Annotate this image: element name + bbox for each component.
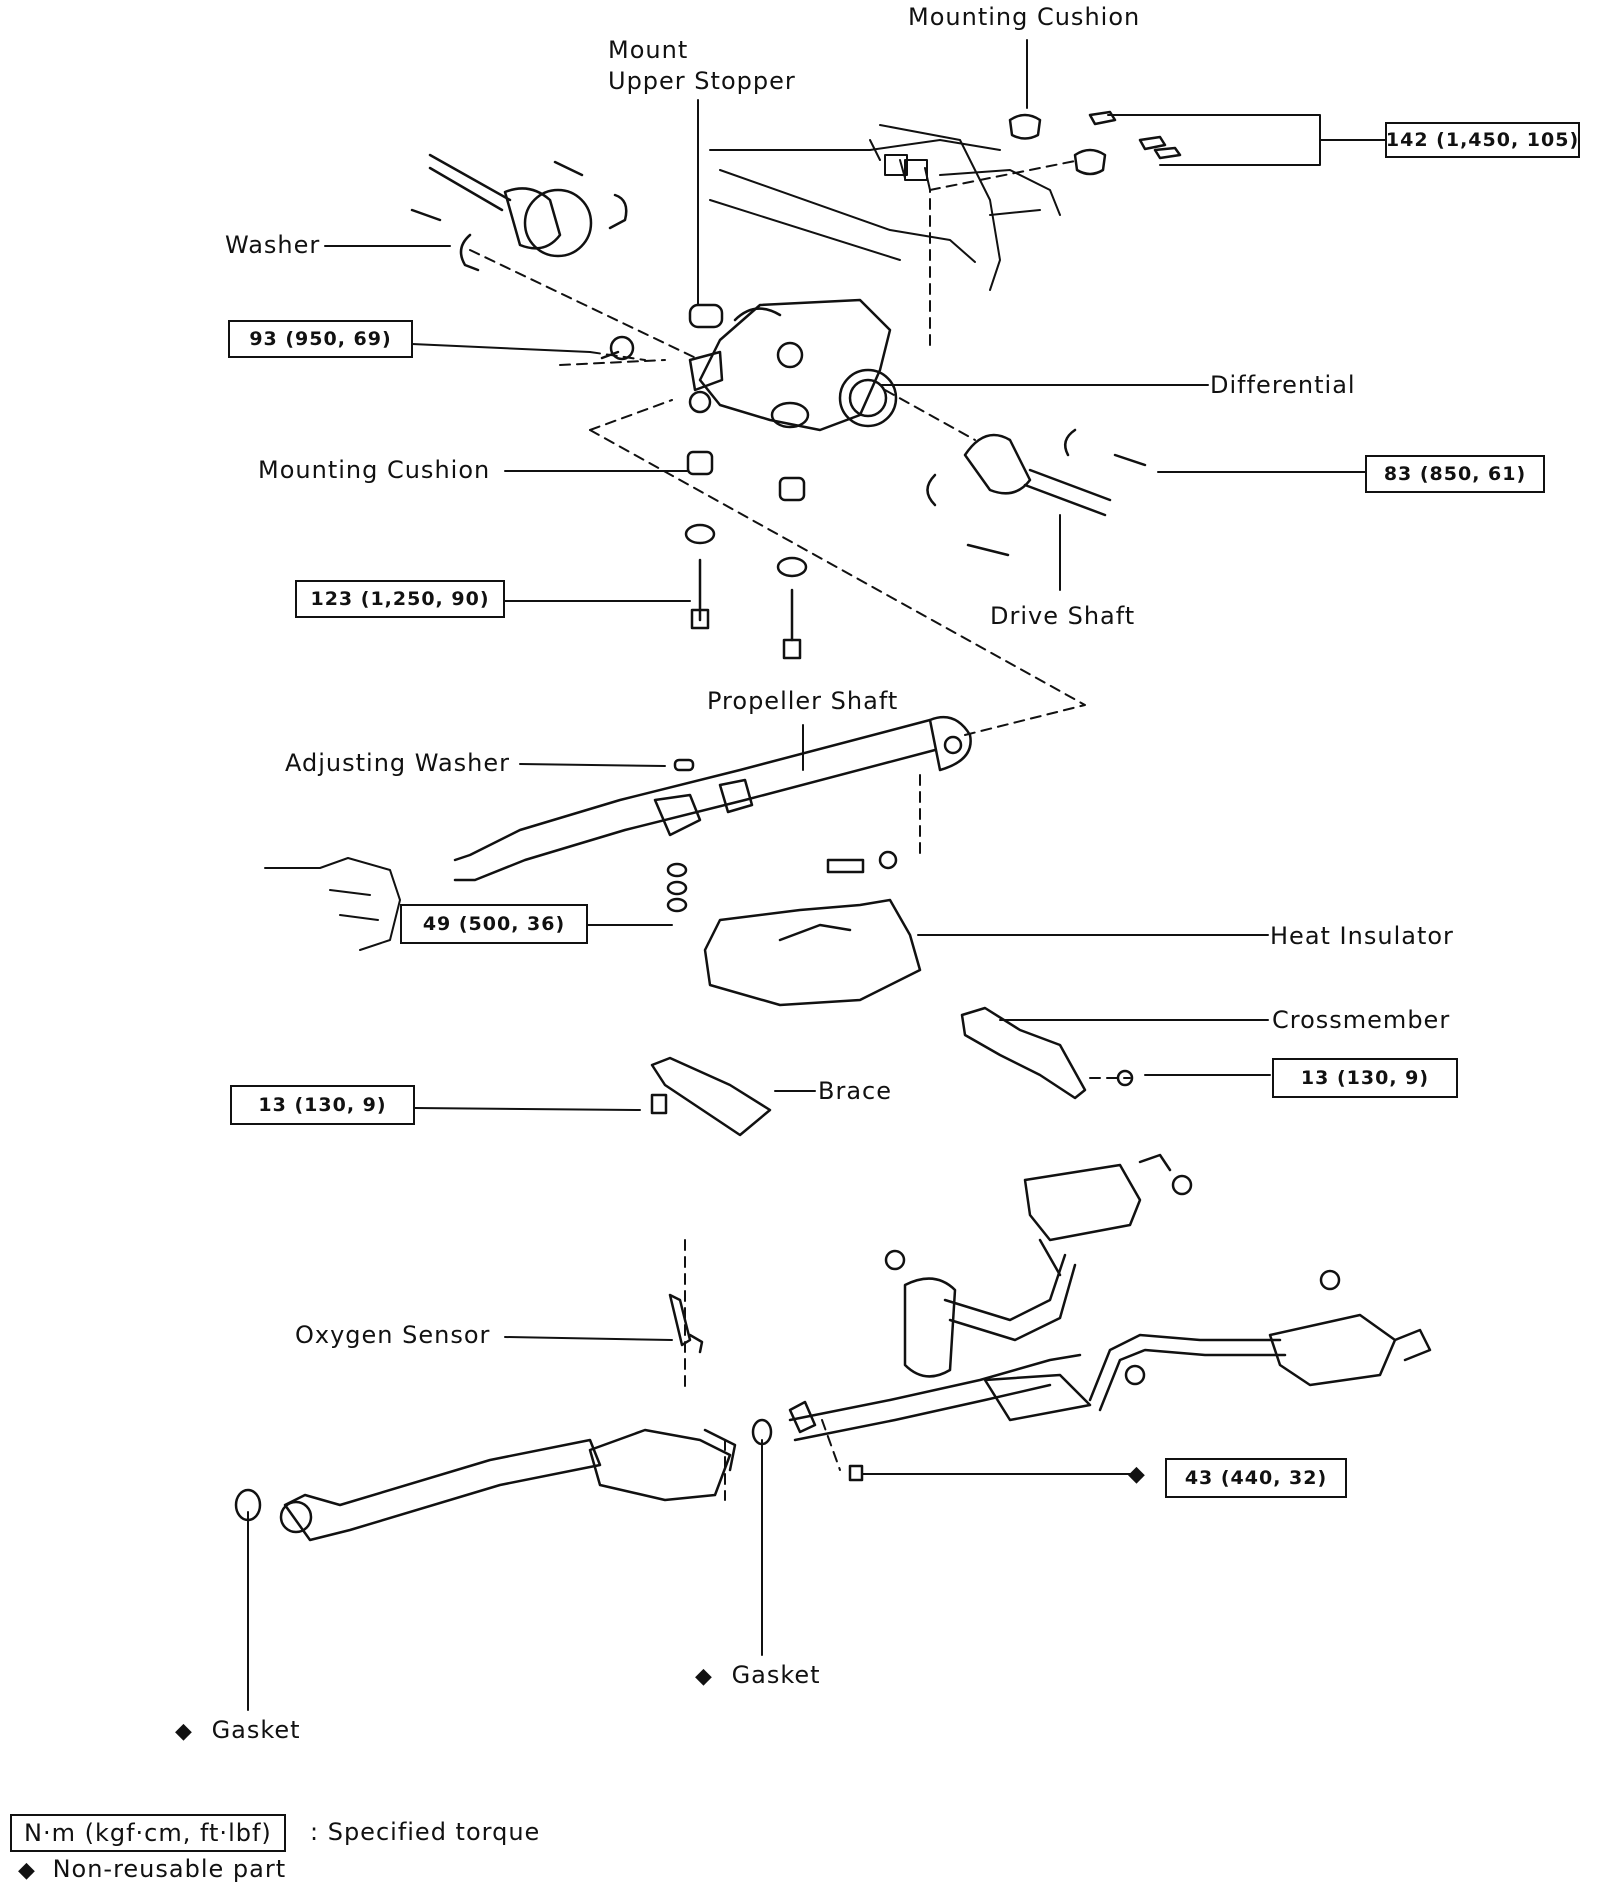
torque-box-123: 123 (1,250, 90) — [295, 580, 505, 618]
label-oxygen-sensor: Oxygen Sensor — [295, 1321, 491, 1349]
non-reusable-diamond-icon: ◆ — [18, 1858, 36, 1883]
torque-box-83: 83 (850, 61) — [1365, 455, 1545, 493]
label-upper-stopper: Upper Stopper — [608, 67, 796, 95]
torque-box-13-left: 13 (130, 9) — [230, 1085, 415, 1125]
right-drive-shaft — [926, 428, 1147, 557]
label-heat-insulator: Heat Insulator — [1270, 922, 1454, 950]
brace-drawing — [650, 1056, 772, 1137]
non-reusable-diamond-icon: ◆ — [175, 1719, 193, 1744]
label-washer: Washer — [225, 231, 321, 259]
legend-nonreusable-text: Non-reusable part — [52, 1855, 287, 1883]
hand-outline — [264, 857, 401, 951]
label-gasket-center: ◆ Gasket — [695, 1660, 821, 1692]
legend-torque-desc: : Specified torque — [310, 1818, 541, 1846]
label-mounting-cushion-top: Mounting Cushion — [908, 3, 1141, 31]
torque-box-142: 142 (1,450, 105) — [1385, 122, 1580, 158]
label-adjusting-washer: Adjusting Washer — [285, 749, 511, 777]
non-reusable-diamond-icon: ◆ — [695, 1664, 713, 1689]
dashed-assembly-lines — [469, 159, 1131, 1501]
label-gasket-left: ◆ Gasket — [175, 1715, 301, 1747]
torque-box-13-right: 13 (130, 9) — [1272, 1058, 1458, 1098]
label-drive-shaft: Drive Shaft — [990, 602, 1136, 630]
torque-box-43: 43 (440, 32) — [1165, 1458, 1347, 1498]
heat-insulator-drawing — [703, 898, 922, 1007]
legend-nonreusable: ◆ Non-reusable part — [18, 1855, 286, 1883]
label-crossmember: Crossmember — [1272, 1006, 1451, 1034]
gasket-center-text: Gasket — [731, 1661, 821, 1689]
propeller-shaft-drawing — [453, 715, 972, 913]
non-reusable-diamond-icon: ◆ — [1128, 1462, 1146, 1487]
exhaust-system-drawing — [234, 1153, 1432, 1542]
crossmember-drawing — [960, 1006, 1134, 1100]
label-differential: Differential — [1210, 371, 1356, 399]
label-mounting-cushion-mid: Mounting Cushion — [258, 456, 491, 484]
diff-mounting-cushions — [684, 450, 808, 660]
gasket-left-text: Gasket — [211, 1716, 301, 1744]
left-drive-shaft — [410, 153, 628, 272]
differential-housing — [600, 298, 898, 432]
body-outline — [709, 124, 1061, 291]
label-mount: Mount — [608, 36, 689, 64]
torque-box-49: 49 (500, 36) — [400, 904, 588, 944]
torque-box-93: 93 (950, 69) — [228, 320, 413, 358]
leader-lines — [247, 39, 1386, 1711]
label-propeller-shaft: Propeller Shaft — [707, 687, 899, 715]
label-brace: Brace — [818, 1077, 892, 1105]
legend-torque-unit-box: N·m (kgf·cm, ft·lbf) — [10, 1814, 286, 1852]
top-mounting-cushions — [1008, 110, 1182, 176]
